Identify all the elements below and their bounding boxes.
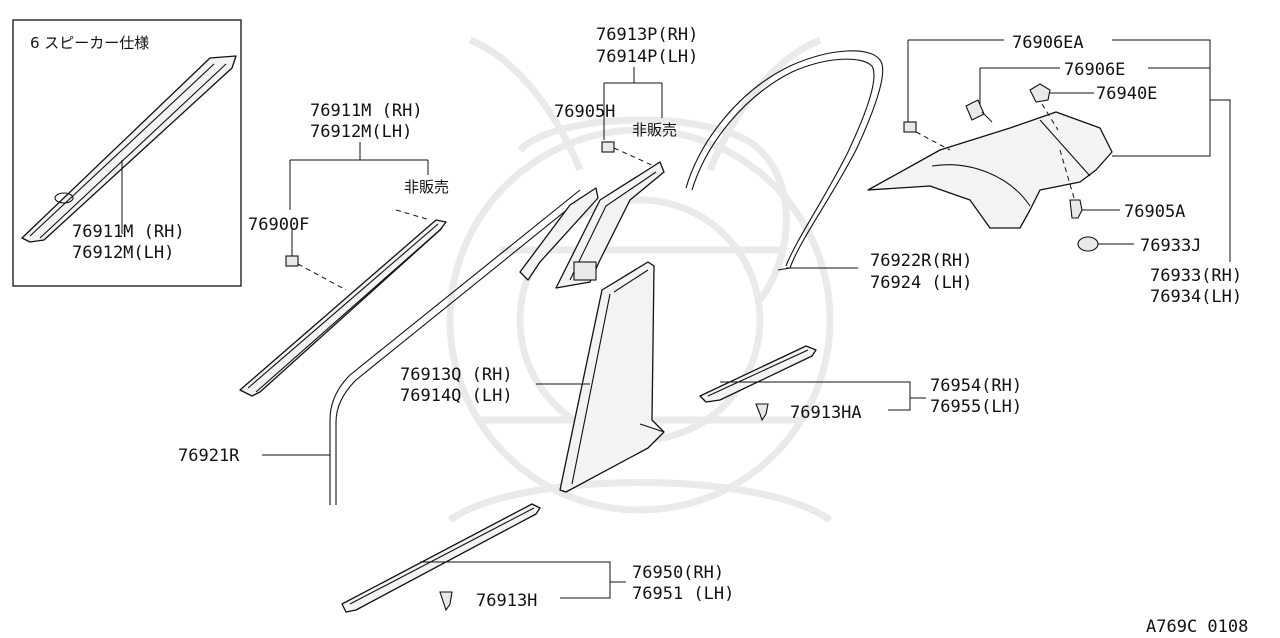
label-76934: 76934(LH): [1150, 287, 1242, 307]
upper-pillar-trim-76913P: [555, 161, 665, 289]
label-not-for-sale-2: 非販売: [404, 178, 449, 196]
clip-76905A: [1069, 199, 1083, 219]
label-76905A: 76905A: [1124, 202, 1185, 222]
label-76906EA: 76906EA: [1012, 33, 1084, 53]
label-not-for-sale-1: 非販売: [632, 121, 677, 139]
label-76913Q: 76913Q (RH): [400, 365, 513, 385]
diagram-code: A769C 0108: [1146, 617, 1248, 637]
clip-76940E: [1029, 83, 1051, 103]
inset-panel: 6 スピーカー仕様 76911M (RH) 76912M(LH): [12, 19, 242, 287]
inset-pillar-trim: [21, 55, 237, 243]
inset-part-lh: 76912M(LH): [72, 243, 174, 263]
inset-part-rh: 76911M (RH): [72, 222, 185, 242]
clip-76906EA: [903, 121, 917, 133]
inset-title: 6 スピーカー仕様: [30, 34, 149, 52]
label-76905H: 76905H: [554, 102, 615, 122]
label-76922R: 76922R(RH): [870, 251, 972, 271]
clip-76913H: [439, 591, 453, 612]
label-76955: 76955(LH): [930, 397, 1022, 417]
clip-76900F: [285, 255, 299, 267]
clip-76905H: [601, 141, 615, 153]
weatherstrip-76921R: [329, 189, 585, 505]
label-76906E: 76906E: [1064, 60, 1125, 80]
front-kicking-plate-76950: [341, 503, 541, 613]
rear-kicking-plate-76954: [699, 345, 817, 403]
clip-76933J: [1077, 236, 1099, 252]
clip-76906E: [965, 99, 993, 123]
label-76950: 76950(RH): [632, 563, 724, 583]
label-76914Q: 76914Q (LH): [400, 386, 513, 406]
front-pillar-trim: [239, 219, 447, 397]
label-76921R: 76921R: [178, 446, 240, 466]
weatherstrip-76922R: [685, 50, 884, 271]
label-76914P: 76914P(LH): [596, 47, 698, 67]
label-76951: 76951 (LH): [632, 584, 734, 604]
label-76933J: 76933J: [1140, 236, 1201, 256]
label-76913HA: 76913HA: [790, 403, 862, 423]
label-76900F: 76900F: [248, 215, 309, 235]
label-76912M: 76912M(LH): [310, 122, 412, 142]
label-76911M: 76911M (RH): [310, 101, 423, 121]
label-76933: 76933(RH): [1150, 266, 1242, 286]
clip-76913HA: [755, 403, 769, 422]
upper-pillar-strip: [519, 187, 599, 281]
rear-pillar-trim-76933: [867, 111, 1113, 229]
label-76940E: 76940E: [1096, 84, 1157, 104]
lower-pillar-trim-76913Q: [559, 261, 665, 493]
label-76913P: 76913P(RH): [596, 25, 698, 45]
label-76924: 76924 (LH): [870, 273, 972, 293]
label-76954: 76954(RH): [930, 376, 1022, 396]
label-76913H: 76913H: [476, 591, 537, 611]
